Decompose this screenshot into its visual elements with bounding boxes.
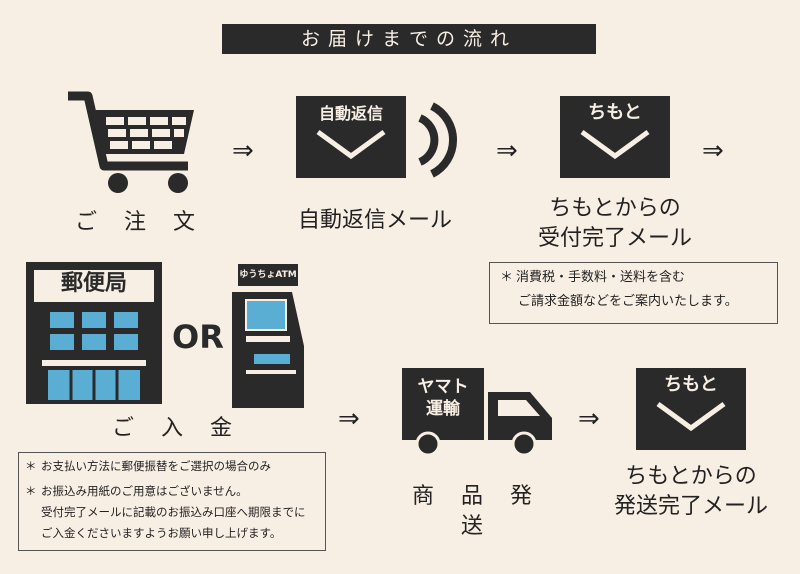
note-line: ご入金くださいますようお願い申し上げます。 [41, 526, 282, 540]
envelope-text: ちもと [664, 374, 718, 395]
post-office-icon [26, 262, 162, 404]
note-star: ＊ [25, 484, 37, 498]
note-line: ご請求金額などをご案内いたします。 [518, 294, 738, 309]
envelope-text: 自動返信 [318, 104, 383, 123]
flow-arrow: ⇒ [702, 136, 724, 166]
shipped-envelope: ちもと [636, 368, 746, 450]
signal-waves-icon [418, 102, 457, 178]
envelope-icon [296, 96, 406, 178]
confirm-envelope: ちもと [560, 96, 670, 178]
shipped-label-line2: 発送完了メール [613, 494, 768, 519]
truck-text-line1: ヤマト [417, 377, 469, 397]
note-line: 消費税・手数料・送料を含む [516, 270, 686, 285]
auto-reply-label: 自動返信メール [297, 208, 452, 233]
envelope-icon [560, 96, 670, 178]
order-label: ご 注 文 [75, 210, 205, 235]
payment-note: ＊ お支払い方法に郵便振替をご選択の場合のみ ＊ お振込み用紙のご用意はございません… [18, 452, 326, 551]
atm-icon [232, 264, 304, 408]
or-text: OR [172, 318, 224, 356]
atm-sign: ゆうちょATM [239, 270, 297, 280]
post-office-sign: 郵便局 [60, 271, 127, 296]
note-star: ＊ [25, 459, 37, 473]
confirm-label-line2: 受付完了メール [537, 226, 692, 251]
envelope-icon [636, 368, 746, 450]
note-line: 受付完了メールに記載のお振込み口座へ期限までに [41, 505, 306, 519]
flow-arrow: ⇒ [232, 136, 254, 166]
cart-icon [68, 91, 194, 193]
flow-arrow: ⇒ [338, 404, 360, 434]
auto-reply-envelope: 自動返信 [296, 96, 406, 178]
confirm-note: ＊消費税・手数料・送料を含む ご請求金額などをご案内いたします。 [489, 262, 778, 324]
note-line: お振込み用紙のご用意はございません。 [41, 484, 248, 498]
truck-text-line2: 運輸 [426, 399, 460, 419]
envelope-text: ちもと [588, 102, 642, 123]
payment-label: ご 入 金 [112, 416, 242, 441]
flow-title: お届けまでの流れ [222, 24, 596, 54]
flow-arrow: ⇒ [496, 136, 518, 166]
flow-arrow: ⇒ [578, 404, 600, 434]
confirm-label-line1: ちもとからの [549, 196, 681, 221]
shipped-label-line1: ちもとからの [625, 464, 757, 489]
truck-icon [402, 368, 552, 457]
note-star: ＊ [500, 270, 514, 285]
shipping-label: 商 品 発 送 [412, 484, 542, 539]
note-line: お支払い方法に郵便振替をご選択の場合のみ [41, 459, 271, 473]
